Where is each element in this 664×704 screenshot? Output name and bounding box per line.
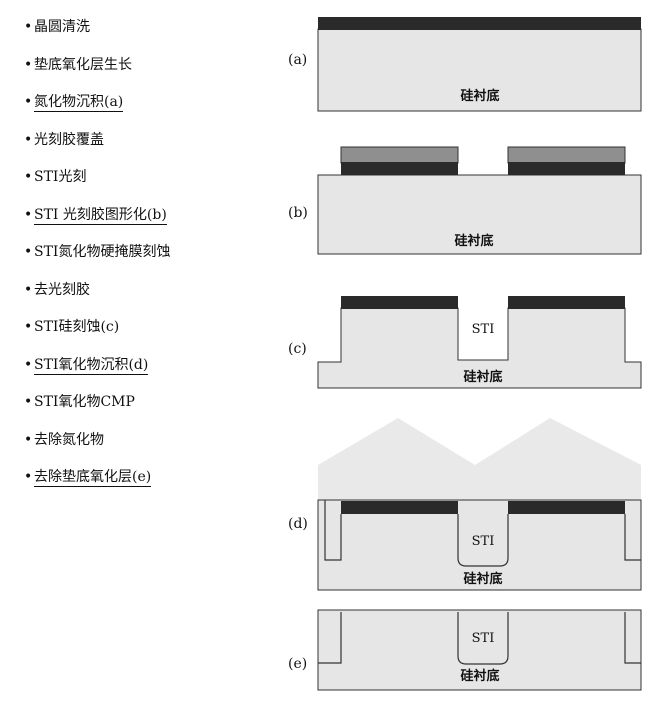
bullet-icon: • xyxy=(24,132,33,148)
photoresist-right xyxy=(507,146,626,164)
nitride-right xyxy=(508,501,625,514)
process-step: •氮化物沉积(a) xyxy=(24,93,124,112)
bullet-icon: • xyxy=(24,19,33,35)
process-step-label: STI氮化物硬掩膜刻蚀 xyxy=(34,244,171,260)
photoresist-left xyxy=(340,146,459,164)
bullet-icon: • xyxy=(24,94,33,110)
panel-a: 硅衬底 xyxy=(317,17,642,112)
substrate-label: 硅衬底 xyxy=(460,668,499,684)
bullet-icon: • xyxy=(24,282,33,298)
process-step-label: STI光刻 xyxy=(34,169,87,185)
nitride-right xyxy=(508,296,625,309)
trench-outline-right xyxy=(624,514,641,561)
process-step: •去除氮化物 xyxy=(24,431,104,449)
panel-e: STI 硅衬底 xyxy=(317,609,642,691)
trench-outline-left xyxy=(324,500,342,561)
process-step: •STI氮化物硬掩膜刻蚀 xyxy=(24,243,170,261)
process-step: •STI氧化物沉积(d) xyxy=(24,356,149,375)
process-step: •垫底氧化层生长 xyxy=(24,56,132,74)
process-step: •晶圆清洗 xyxy=(24,18,90,36)
trench-outline-center xyxy=(457,514,509,567)
bullet-icon: • xyxy=(24,469,33,485)
trench-outline-center xyxy=(457,612,509,665)
process-step: •STI光刻 xyxy=(24,168,86,186)
trench-label: STI xyxy=(472,322,495,337)
bullet-icon: • xyxy=(24,319,33,335)
process-step: •去光刻胶 xyxy=(24,281,90,299)
panel-d: STI 硅衬底 xyxy=(317,418,642,591)
oxide-fill xyxy=(318,418,641,500)
nitride-right xyxy=(508,162,625,175)
process-step-label: 去除垫底氧化层(e) xyxy=(34,469,152,487)
process-step-label: STI硅刻蚀(c) xyxy=(34,319,120,335)
process-step: •STI 光刻胶图形化(b) xyxy=(24,206,167,225)
substrate-label: 硅衬底 xyxy=(463,369,502,385)
panel-b: 硅衬底 xyxy=(317,146,642,255)
bullet-icon: • xyxy=(24,357,33,373)
process-step: •光刻胶覆盖 xyxy=(24,131,104,149)
panel-label-b: (b) xyxy=(288,205,308,221)
process-step-label: 去除氮化物 xyxy=(34,432,104,448)
silicon-substrate xyxy=(317,174,642,255)
silicon-substrate xyxy=(317,28,642,112)
trench-outline-left xyxy=(318,612,342,664)
bullet-icon: • xyxy=(24,57,33,73)
panel-c: STI 硅衬底 xyxy=(317,296,642,389)
nitride-left xyxy=(341,296,458,309)
panel-label-c: (c) xyxy=(288,341,307,357)
process-step-label: 光刻胶覆盖 xyxy=(34,132,104,148)
process-step-label: 去光刻胶 xyxy=(34,282,90,298)
substrate-label: 硅衬底 xyxy=(454,233,493,249)
process-step: •去除垫底氧化层(e) xyxy=(24,468,152,487)
nitride-left xyxy=(341,501,458,514)
substrate-label: 硅衬底 xyxy=(463,571,502,587)
bullet-icon: • xyxy=(24,169,33,185)
bullet-icon: • xyxy=(24,207,33,223)
bullet-icon: • xyxy=(24,432,33,448)
panel-label-d: (d) xyxy=(288,516,308,532)
substrate-label: 硅衬底 xyxy=(460,88,499,104)
process-step: •STI氧化物CMP xyxy=(24,393,135,411)
process-step-label: STI氧化物沉积(d) xyxy=(34,357,149,375)
process-step-label: STI氧化物CMP xyxy=(34,394,135,410)
silicon-substrate xyxy=(317,499,642,591)
trench-label: STI xyxy=(472,534,495,549)
process-step-label: 晶圆清洗 xyxy=(34,19,90,35)
process-step: •STI硅刻蚀(c) xyxy=(24,318,119,336)
bullet-icon: • xyxy=(24,244,33,260)
process-step-label: 垫底氧化层生长 xyxy=(34,57,132,73)
trench-outline-right xyxy=(624,612,641,664)
process-step-label: STI 光刻胶图形化(b) xyxy=(34,207,167,225)
panel-label-e: (e) xyxy=(288,656,308,672)
nitride-left xyxy=(341,162,458,175)
trench-label: STI xyxy=(472,631,495,646)
silicon-substrate xyxy=(317,609,642,691)
process-step-label: 氮化物沉积(a) xyxy=(34,94,124,112)
bullet-icon: • xyxy=(24,394,33,410)
nitride-layer xyxy=(318,17,641,30)
panel-label-a: (a) xyxy=(288,52,308,68)
